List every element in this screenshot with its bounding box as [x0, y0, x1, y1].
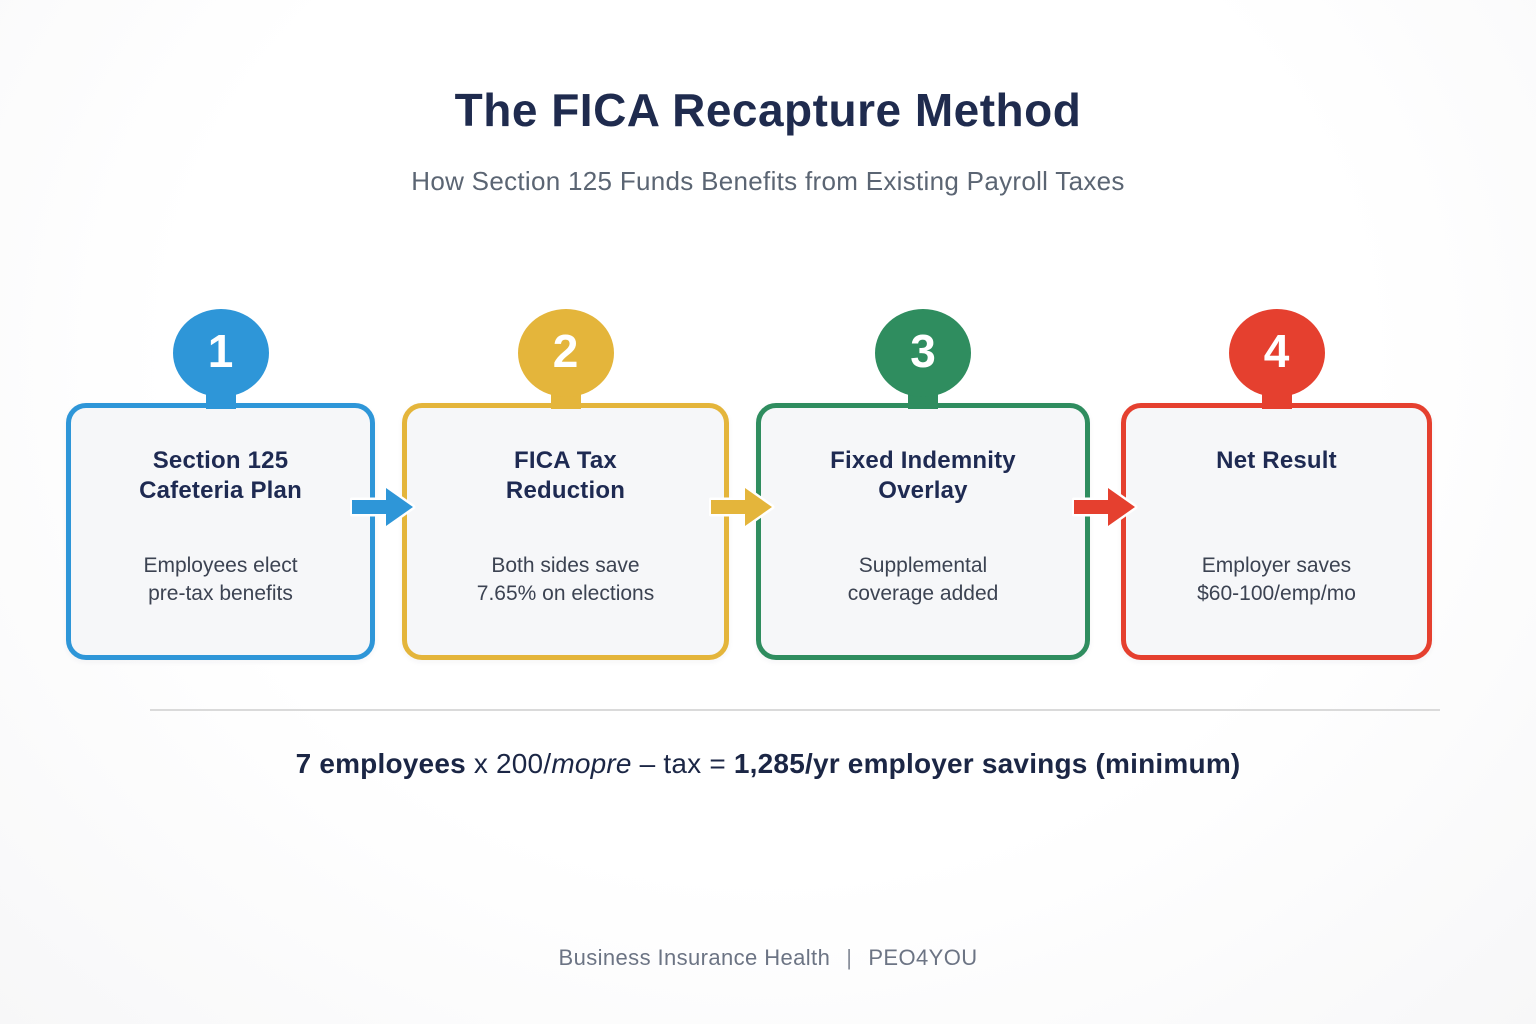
right-arrow-icon — [1072, 485, 1138, 529]
step-3-box: Fixed Indemnity Overlay Supplemental cov… — [756, 403, 1090, 660]
step-1-number-badge: 1 — [172, 309, 269, 397]
formula-annual-savings: 1,285/yr employer savings (minimum) — [733, 748, 1241, 779]
step-1-title: Section 125 Cafeteria Plan — [71, 446, 370, 508]
footer: Business Insurance Health | PEO4YOU — [0, 945, 1536, 971]
step-2-title-line1: FICA Tax — [514, 447, 617, 474]
step-3-fixed-indemnity-overlay: 3 Fixed Indemnity Overlay Supplemental c… — [756, 309, 1090, 660]
right-arrow-icon — [350, 485, 416, 529]
step-4-title: Net Result — [1126, 446, 1427, 508]
step-1-description-line2: pre-tax benefits — [148, 581, 293, 605]
footer-product: PEO4YOU — [868, 945, 978, 970]
step-1-description: Employees elect pre-tax benefits — [71, 552, 370, 608]
step-2-description-line2: 7.65% on elections — [476, 581, 655, 605]
step-2-description: Both sides save 7.65% on elections — [407, 552, 724, 608]
flow-diagram: 1 Section 125 Cafeteria Plan Employees e… — [66, 309, 1432, 660]
horizontal-divider — [150, 709, 1440, 711]
step-3-description-line2: coverage added — [847, 581, 999, 605]
step-2-fica-tax-reduction: 2 FICA Tax Reduction Both sides save 7.6… — [402, 309, 729, 660]
step-2-box: FICA Tax Reduction Both sides save 7.65%… — [402, 403, 729, 660]
step-3-number-badge: 3 — [875, 309, 971, 397]
step-1-title-line1: Section 125 — [152, 447, 289, 474]
page-title: The FICA Recapture Method — [454, 84, 1082, 136]
step-4-net-result: 4 Net Result Employer saves $60-100/emp/… — [1121, 309, 1432, 660]
page-subtitle: How Section 125 Funds Benefits from Exis… — [411, 165, 1125, 196]
step-4-number: 4 — [1263, 325, 1290, 377]
header: The FICA Recapture Method How Section 12… — [0, 82, 1536, 197]
step-1-title-line2: Cafeteria Plan — [139, 477, 302, 504]
step-3-description-line1: Supplemental — [858, 554, 988, 577]
right-arrow-icon — [709, 485, 775, 529]
step-2-title: FICA Tax Reduction — [407, 446, 724, 508]
step-1-number: 1 — [207, 325, 234, 377]
step-2-description-line1: Both sides save — [491, 554, 640, 577]
step-4-number-badge: 4 — [1228, 309, 1325, 397]
step-4-description-line2: $60-100/emp/mo — [1197, 581, 1356, 605]
footer-brand: Business Insurance Health — [558, 945, 831, 970]
formula-monthly-pretax: mopre — [551, 748, 632, 779]
formula-minus-tax-equals: – tax = — [631, 748, 734, 779]
step-3-title: Fixed Indemnity Overlay — [761, 446, 1085, 508]
step-3-title-line2: Overlay — [878, 477, 968, 504]
step-3-title-line1: Fixed Indemnity — [830, 447, 1016, 474]
step-4-box: Net Result Employer saves $60-100/emp/mo — [1121, 403, 1432, 660]
formula-employees-count: 7 employees — [295, 748, 466, 779]
step-1-description-line1: Employees elect — [143, 554, 298, 577]
savings-formula: 7 employees x 200/mopre – tax = 1,285/yr… — [0, 748, 1536, 780]
step-4-description-line1: Employer saves — [1201, 554, 1352, 577]
step-3-description: Supplemental coverage added — [761, 552, 1085, 608]
step-2-title-line2: Reduction — [505, 477, 626, 504]
step-3-number: 3 — [910, 325, 936, 377]
footer-separator: | — [846, 945, 853, 970]
formula-multiplier: x 200/ — [465, 748, 552, 779]
step-4-description: Employer saves $60-100/emp/mo — [1126, 552, 1427, 608]
step-1-section-125: 1 Section 125 Cafeteria Plan Employees e… — [66, 309, 375, 660]
step-2-number-badge: 2 — [517, 309, 614, 397]
step-4-title-line1: Net Result — [1216, 447, 1337, 474]
step-2-number: 2 — [552, 325, 579, 377]
step-1-box: Section 125 Cafeteria Plan Employees ele… — [66, 403, 375, 660]
